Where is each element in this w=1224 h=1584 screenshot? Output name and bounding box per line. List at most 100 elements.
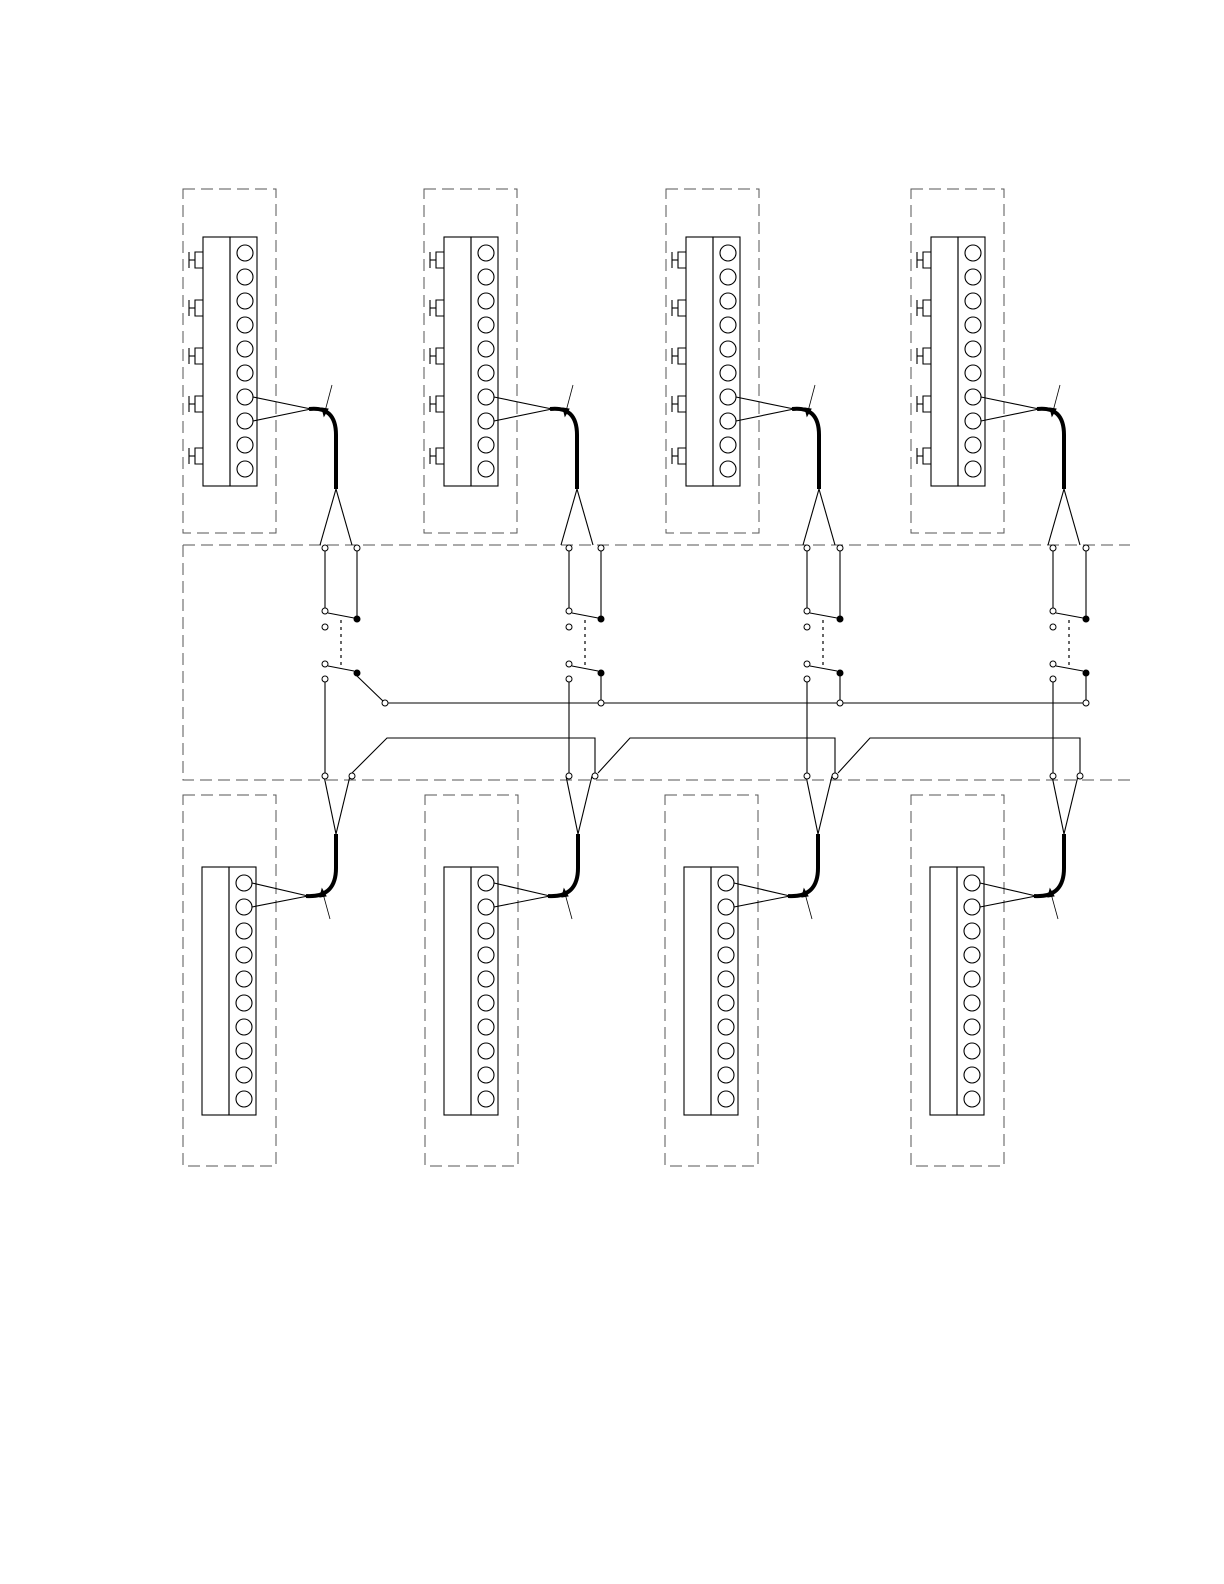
junction-node — [566, 773, 572, 779]
terminal-block-body — [930, 867, 957, 1115]
terminal — [237, 389, 253, 405]
pushbutton-contact — [195, 252, 203, 268]
cable-split — [561, 489, 577, 545]
terminal — [965, 389, 981, 405]
terminal — [964, 1043, 980, 1059]
cable-split — [819, 489, 835, 545]
terminal — [718, 995, 734, 1011]
terminal — [236, 1043, 252, 1059]
cable-lead — [980, 883, 1036, 896]
relay-common — [1083, 616, 1089, 622]
pushbutton-contact — [195, 300, 203, 316]
terminal — [236, 1067, 252, 1083]
cable-lead — [494, 409, 552, 421]
junction-node — [1077, 773, 1083, 779]
pushbutton-contact — [195, 448, 203, 464]
pushbutton-contact — [436, 348, 444, 364]
junction-node — [592, 773, 598, 779]
cable-lead — [980, 896, 1036, 907]
relay-common — [354, 616, 360, 622]
shielded-cable — [309, 409, 336, 489]
terminal-block-body — [444, 237, 471, 486]
terminal — [236, 947, 252, 963]
terminal — [965, 293, 981, 309]
relay-contact — [566, 661, 572, 667]
terminal — [237, 437, 253, 453]
cable-split — [806, 776, 818, 834]
cable-split — [324, 776, 336, 834]
terminal — [965, 341, 981, 357]
cable-lead — [736, 397, 794, 409]
terminal — [236, 899, 252, 915]
relay-contact — [322, 624, 328, 630]
pushbutton-contact — [923, 348, 931, 364]
terminal — [718, 947, 734, 963]
cable-split — [336, 776, 350, 834]
terminal — [718, 1043, 734, 1059]
terminal — [478, 413, 494, 429]
relay-contact — [1050, 624, 1056, 630]
relay-contact — [322, 661, 328, 667]
terminal — [478, 923, 494, 939]
bus-node — [1083, 700, 1089, 706]
cable-split — [1064, 776, 1078, 834]
junction-node — [804, 773, 810, 779]
cable-lead — [252, 896, 308, 907]
terminal — [478, 971, 494, 987]
cable-split — [578, 776, 592, 834]
terminal — [478, 875, 494, 891]
junction-node — [1050, 545, 1056, 551]
terminal — [478, 341, 494, 357]
pushbutton-contact — [678, 348, 686, 364]
relay-contact — [1050, 608, 1056, 614]
terminal — [237, 341, 253, 357]
terminal — [720, 437, 736, 453]
pushbutton-contact — [436, 396, 444, 412]
relay-common — [837, 616, 843, 622]
terminal-block-body — [931, 237, 958, 486]
relay-arm — [572, 613, 598, 618]
terminal — [718, 1091, 734, 1107]
terminal — [478, 947, 494, 963]
cable-lead — [734, 896, 790, 907]
terminal — [236, 875, 252, 891]
relay-arm — [810, 613, 837, 618]
relay-arm — [810, 666, 837, 671]
terminal — [236, 1019, 252, 1035]
upper-units — [189, 237, 1080, 545]
bus-node — [598, 700, 604, 706]
cross-connection — [352, 738, 595, 773]
terminal — [720, 317, 736, 333]
terminal — [236, 923, 252, 939]
relay-arm — [1056, 613, 1083, 618]
relay-contact — [804, 624, 810, 630]
relay-arm — [328, 613, 354, 618]
pushbutton-contact — [678, 448, 686, 464]
pushbutton-contact — [436, 300, 444, 316]
terminal-block-body — [444, 867, 471, 1115]
terminal — [720, 461, 736, 477]
relay-arm — [1056, 666, 1083, 671]
cross-connection — [598, 738, 835, 773]
relay-common — [1083, 670, 1089, 676]
cable-split — [1052, 776, 1064, 834]
cable-lead — [736, 409, 794, 421]
junction-node — [1050, 773, 1056, 779]
cross-connection — [838, 738, 1080, 773]
terminal — [478, 1067, 494, 1083]
junction-node — [566, 545, 572, 551]
pushbutton-contact — [678, 252, 686, 268]
bus-node — [837, 700, 843, 706]
terminal — [478, 317, 494, 333]
terminal — [964, 875, 980, 891]
bus-node — [382, 700, 388, 706]
terminal — [478, 269, 494, 285]
junction-node — [1083, 545, 1089, 551]
terminal — [237, 413, 253, 429]
terminal — [478, 1091, 494, 1107]
cable-split — [1064, 489, 1080, 545]
terminal — [720, 269, 736, 285]
terminal — [478, 1043, 494, 1059]
relay-contact — [566, 608, 572, 614]
terminal — [964, 1019, 980, 1035]
